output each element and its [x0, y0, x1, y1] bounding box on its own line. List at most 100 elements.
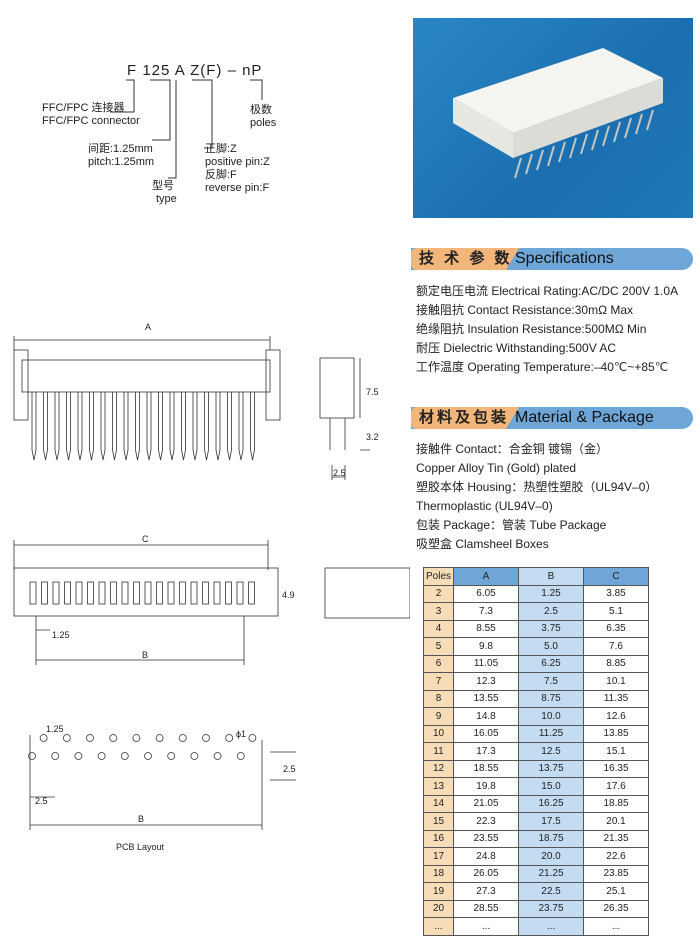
pin — [227, 392, 232, 461]
pcb-hole — [190, 752, 199, 760]
contact — [87, 581, 94, 605]
contact — [133, 581, 140, 605]
table-cell: 10 — [423, 724, 454, 743]
technical-drawings: A 7.5 3.2 2.5 C 4.9 1.25 B 1.25 ϕ1 2.5 2… — [13, 322, 410, 852]
table-cell: 11 — [423, 742, 454, 761]
specifications-item: 绝缘阻抗 Insulation Resistance:500MΩ Min — [416, 322, 647, 336]
table-cell: ... — [423, 917, 454, 936]
pin — [89, 392, 94, 461]
photo-pin — [624, 117, 632, 139]
table-cell: 11.05 — [453, 654, 519, 673]
pcb-hole — [39, 734, 48, 742]
pn-type: A — [174, 62, 185, 79]
pn-pitch: 125 — [142, 62, 171, 79]
table-cell: 5 — [423, 637, 454, 656]
table-cell: 7.6 — [583, 637, 649, 656]
dim-c: C — [142, 534, 149, 544]
contact — [167, 581, 175, 605]
table-cell: 26.05 — [453, 864, 519, 883]
photo-pin — [525, 153, 533, 175]
table-cell: 16 — [423, 829, 454, 848]
table-cell: 3 — [423, 602, 454, 621]
contact — [110, 581, 117, 605]
table-cell: 17.3 — [453, 742, 519, 761]
pcb-hole — [225, 734, 234, 742]
specifications-list: 额定电压电流 Electrical Rating:AC/DC 200V 1.0A… — [416, 282, 678, 377]
dim-a: A — [145, 322, 151, 332]
table-cell: 14 — [423, 794, 454, 813]
pin — [135, 392, 140, 461]
pin — [250, 392, 255, 461]
pn-dash: – — [227, 62, 237, 79]
dim-b: B — [142, 650, 148, 660]
pin — [181, 392, 186, 461]
table-cell: 13.85 — [583, 724, 649, 743]
table-cell: 17.5 — [518, 812, 584, 831]
pcb-layout-label: PCB Layout — [116, 842, 165, 852]
dim-2-5: 2.5 — [333, 468, 346, 478]
table-cell: 8.85 — [583, 654, 649, 673]
material-item: 接触件 Contact：合金铜 镀锡（金） — [416, 442, 609, 456]
pin — [192, 392, 198, 461]
pin — [204, 392, 209, 461]
pcb-hole — [86, 734, 94, 742]
table-cell: 12.5 — [518, 742, 584, 761]
table-cell: 21.35 — [583, 829, 649, 848]
pin — [215, 392, 221, 461]
material-item: 包装 Package：管装 Tube Package — [416, 518, 607, 532]
pcb-hole — [236, 752, 245, 760]
pin — [146, 392, 152, 461]
top-view: C 4.9 1.25 B — [13, 534, 410, 665]
pn-pin: Z(F) — [190, 62, 223, 79]
contact — [144, 581, 152, 605]
contact — [202, 581, 209, 605]
pcb-hole — [132, 734, 141, 742]
dim-1-25: 1.25 — [52, 630, 70, 640]
table-cell: 16.35 — [583, 759, 649, 778]
photo-pin — [602, 125, 610, 147]
table-cell: 18.85 — [583, 794, 649, 813]
table-cell: 23.85 — [583, 864, 649, 883]
table-cell: 27.3 — [453, 882, 519, 901]
table-cell: 6.05 — [453, 584, 519, 603]
table-cell: ... — [583, 917, 649, 936]
table-cell: 13.55 — [453, 689, 519, 708]
table-cell: 18.75 — [518, 829, 584, 848]
pin — [169, 392, 175, 461]
pin — [43, 392, 48, 461]
table-cell: 22.5 — [518, 882, 584, 901]
contact — [179, 581, 186, 605]
contact — [248, 581, 255, 605]
table-cell: 20.0 — [518, 847, 584, 866]
table-cell: 18.55 — [453, 759, 519, 778]
table-cell: 28.55 — [453, 899, 519, 918]
table-cell: 5.0 — [518, 637, 584, 656]
table-cell: 6.35 — [583, 619, 649, 638]
dim-b-pcb: B — [138, 814, 144, 824]
table-cell: 12 — [423, 759, 454, 778]
dim-1-25-pcb: 1.25 — [46, 724, 64, 734]
photo-pin — [514, 157, 522, 179]
pin — [123, 392, 129, 461]
table-cell: 2.5 — [518, 602, 584, 621]
table-cell: 13 — [423, 777, 454, 796]
material-item: 吸塑盒 Clamsheel Boxes — [416, 537, 549, 551]
column-header: Poles — [423, 567, 454, 586]
table-cell: 18 — [423, 864, 454, 883]
pcb-hole — [109, 734, 118, 742]
part-number-leader-lines — [110, 79, 263, 179]
material-item: Thermoplastic (UL94V–0) — [416, 499, 553, 513]
